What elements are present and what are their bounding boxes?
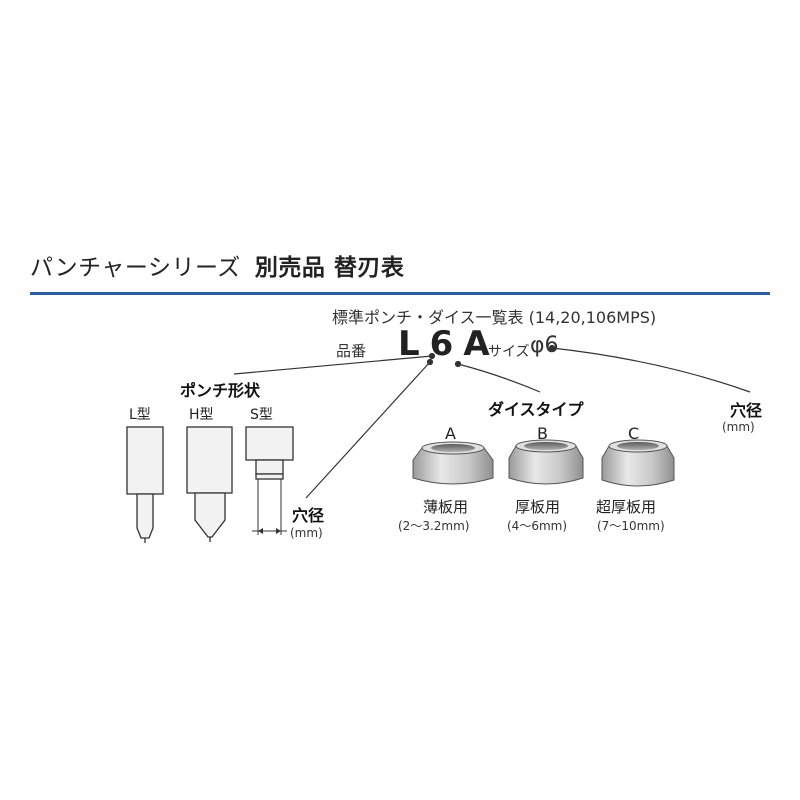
leader-dot-die [454,360,462,368]
punch-hole-label: 穴径 [292,506,325,525]
punch-type-s: S型 [250,407,273,423]
leader-to-punch-shape [233,355,433,375]
die-c-drawing [601,439,675,487]
leader-lines [233,344,751,499]
punch-s-drawing [245,426,294,535]
leader-to-die-type [457,363,541,393]
leader-to-hole-right [551,347,751,393]
die-use-a: 薄板用 [423,498,469,516]
die-range-c: (7〜10mm) [597,519,665,533]
title-series: パンチャーシリーズ [30,255,241,281]
leader-to-hole-left [305,361,431,499]
page-title: パンチャーシリーズ別売品 替刃表 [30,248,404,282]
die-use-c: 超厚板用 [596,498,657,516]
title-divider [30,292,770,295]
die-letter-c: C [628,424,640,443]
die-use-b: 厚板用 [515,498,561,516]
punch-type-h: H型 [189,407,214,423]
die-type-title: ダイスタイプ [488,400,584,419]
leader-dot-punch [428,352,436,360]
hole-diameter-label: 穴径 [730,401,763,420]
punch-type-l: L型 [129,407,151,423]
table-heading: 標準ポンチ・ダイス一覧表 (14,20,106MPS) [332,308,657,327]
leader-dot-hole-right [548,344,556,352]
die-range-a: (2〜3.2mm) [398,519,470,533]
part-number-label: 品番 [336,342,367,360]
punch-shape-title: ポンチ形状 [180,381,261,400]
die-range-b: (4〜6mm) [507,519,568,533]
size-label: サイズ [488,344,530,360]
hole-diameter-unit: (mm) [722,420,755,434]
punch-hole-unit: (mm) [290,526,323,540]
die-letter-a: A [445,424,456,443]
leader-dot-hole-left [426,358,434,366]
die-letter-b: B [537,424,548,443]
title-main: 別売品 替刃表 [254,255,405,281]
die-a-drawing [412,441,494,485]
punch-l-drawing [126,426,164,543]
die-b-drawing [508,439,584,485]
punch-h-drawing [186,426,233,542]
